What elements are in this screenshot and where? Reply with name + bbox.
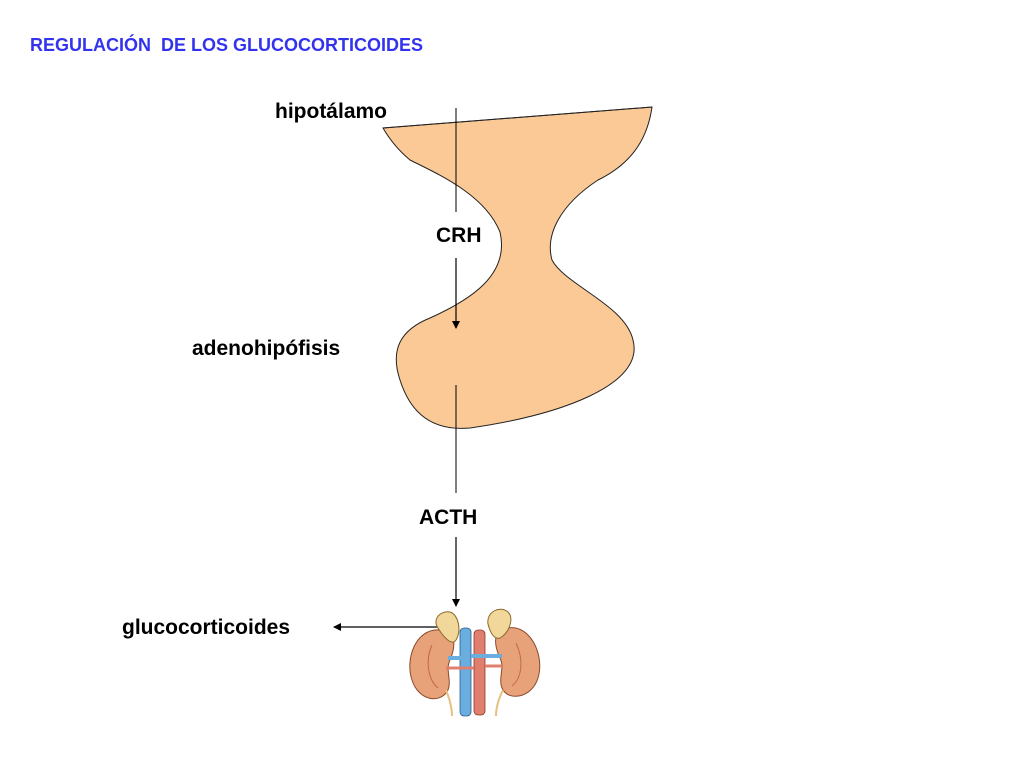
label-adenohypophysis: adenohipófisis <box>192 337 341 360</box>
kidneys-adrenals-illustration <box>409 608 541 717</box>
slide-title: REGULACIÓN DE LOS GLUCOCORTICOIDES <box>30 35 424 55</box>
label-glucocorticoids: glucocorticoides <box>122 616 291 639</box>
label-crh: CRH <box>436 224 482 247</box>
label-hypothalamus: hipotálamo <box>275 100 388 123</box>
hypothalamus-pituitary-shape <box>382 106 653 429</box>
label-acth: ACTH <box>419 506 478 529</box>
